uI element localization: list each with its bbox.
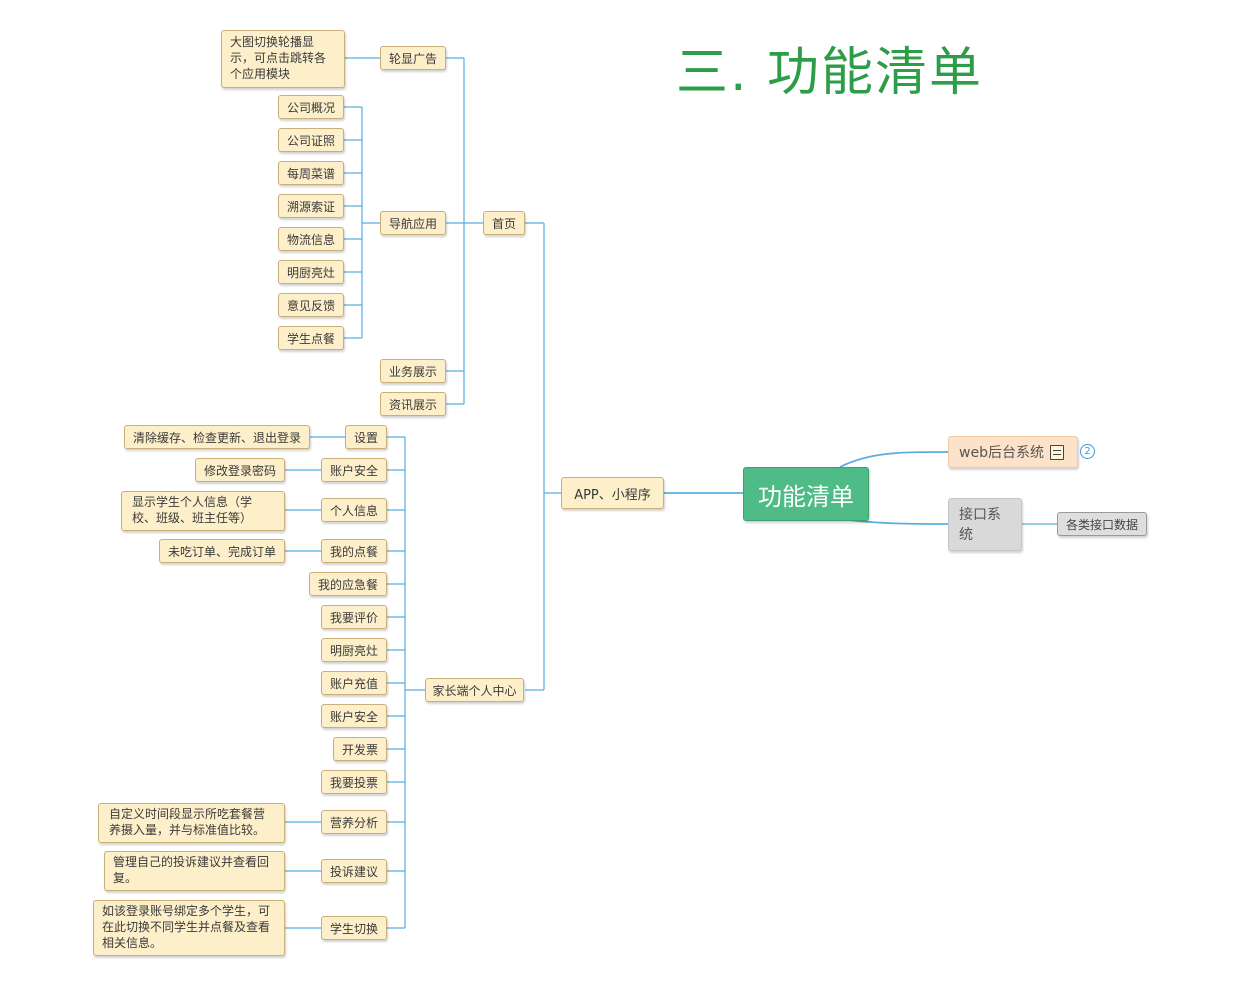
pc-item-note[interactable]: 如该登录账号绑定多个学生，可在此切换不同学生并点餐及查看相关信息。 [93,900,285,956]
web-backend-node[interactable]: web后台系统 [948,436,1078,468]
app-node[interactable]: APP、小程序 [561,477,664,509]
nav-item[interactable]: 学生点餐 [278,326,344,350]
pc-item[interactable]: 我要投票 [321,770,387,794]
api-data-node[interactable]: 各类接口数据 [1057,512,1147,536]
pc-item-note[interactable]: 修改登录密码 [195,458,285,482]
nav-item[interactable]: 公司概况 [278,95,344,119]
banner-node[interactable]: 轮显广告 [380,46,446,70]
banner-note[interactable]: 大图切换轮播显示，可点击跳转各个应用模块 [221,30,345,88]
pc-item[interactable]: 我要评价 [321,605,387,629]
nav-item[interactable]: 公司证照 [278,128,344,152]
pc-item-note[interactable]: 管理自己的投诉建议并查看回复。 [104,851,285,891]
pc-item[interactable]: 投诉建议 [321,859,387,883]
pc-item[interactable]: 我的应急餐 [309,572,387,596]
collapsed-count-badge[interactable]: 2 [1080,444,1095,459]
pc-item-note[interactable]: 清除缓存、检查更新、退出登录 [124,425,310,449]
news-node[interactable]: 资讯展示 [380,392,446,416]
pc-item-note[interactable]: 未吃订单、完成订单 [159,539,285,563]
pc-item[interactable]: 学生切换 [321,916,387,940]
nav-item[interactable]: 明厨亮灶 [278,260,344,284]
nav-item[interactable]: 溯源索证 [278,194,344,218]
nav-item[interactable]: 物流信息 [278,227,344,251]
parent-center-node[interactable]: 家长端个人中心 [425,678,524,702]
pc-item[interactable]: 我的点餐 [321,539,387,563]
business-node[interactable]: 业务展示 [380,359,446,383]
nav-item[interactable]: 意见反馈 [278,293,344,317]
pc-item[interactable]: 账户充值 [321,671,387,695]
nav-item[interactable]: 每周菜谱 [278,161,344,185]
page-title: 三. 功能清单 [676,43,984,103]
connector-line [839,451,949,468]
pc-item[interactable]: 账户安全 [321,704,387,728]
home-node[interactable]: 首页 [483,211,525,235]
pc-item[interactable]: 设置 [345,425,387,449]
api-system-node[interactable]: 接口系统 [948,498,1022,551]
web-backend-label: web后台系统 [959,445,1044,461]
root-node[interactable]: 功能清单 [743,467,869,521]
pc-item[interactable]: 明厨亮灶 [321,638,387,662]
pc-item-note[interactable]: 显示学生个人信息（学校、班级、班主任等） [121,491,285,531]
nav-app-node[interactable]: 导航应用 [380,211,446,235]
note-icon[interactable] [1049,444,1064,460]
pc-item[interactable]: 账户安全 [321,458,387,482]
pc-item[interactable]: 个人信息 [321,498,387,522]
pc-item[interactable]: 营养分析 [321,810,387,834]
pc-item-note[interactable]: 自定义时间段显示所吃套餐营养摄入量，并与标准值比较。 [98,803,285,843]
pc-item[interactable]: 开发票 [333,737,387,761]
